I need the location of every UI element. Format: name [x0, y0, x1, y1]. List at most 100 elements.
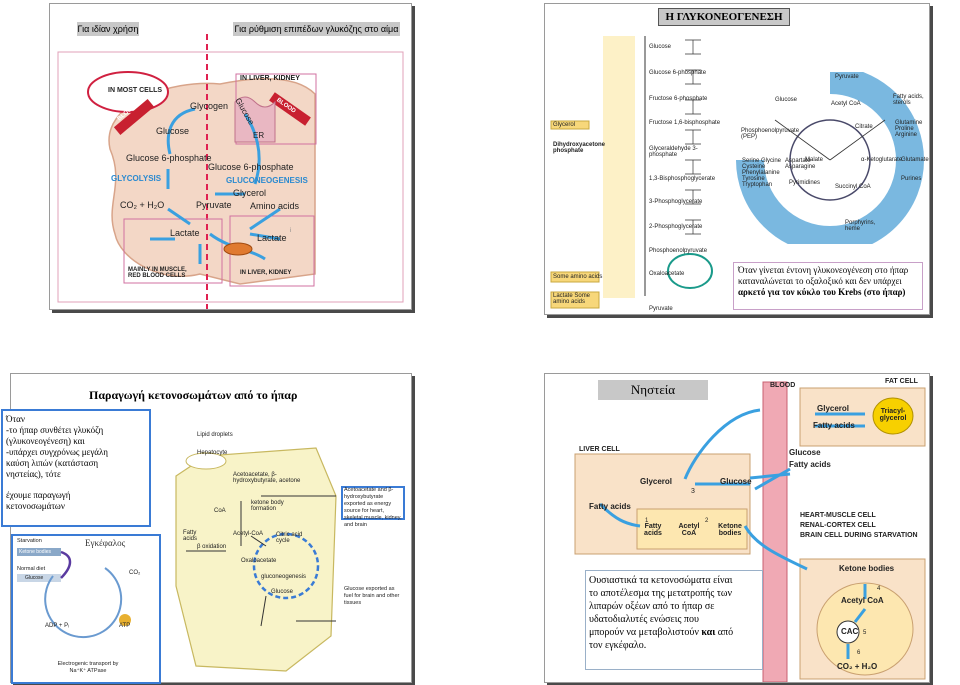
fasting-arrows: [598, 408, 867, 659]
glucose-small-label: Glucose: [25, 575, 44, 581]
blood-bar-right: [269, 92, 311, 126]
slide-ketone-production: Παραγωγή κετονοσωμάτων από το ήπαρ Όταν …: [1, 373, 412, 684]
pathway-step-8: Phosphoenolpyruvate: [649, 248, 708, 254]
in-most-cells-label: IN MOST CELLS: [108, 87, 163, 94]
brain-diagram: [17, 548, 131, 639]
glycerol-label: Glycerol: [553, 122, 576, 128]
dhap-label: Dihydroxyacetone phosphate: [553, 142, 606, 154]
text-line-2: το αποτέλεσμα της μετατροπής των: [589, 588, 732, 599]
fasting-diagram: [574, 381, 926, 682]
co2-h2o-label: CO₂ + H₂O: [837, 662, 878, 671]
oxaloacetate-circle: [667, 253, 713, 289]
er-label: ER: [253, 131, 265, 140]
pathway-enzyme-band: [603, 36, 635, 298]
acetoacetate-top-label: Acetoacetate, β-hydroxybutyrate, acetone: [233, 472, 301, 484]
text-line-1: Ουσιαστικά τα κετονοσώματα είναι: [589, 575, 733, 586]
wheel-item-9: Porphyrins, heme: [845, 220, 876, 232]
pyruvate-label: Pyruvate: [196, 200, 232, 210]
lactate-block-label: Lactate Some amino acids: [553, 293, 591, 305]
citric-cycle-label: Citric acid cycle: [276, 532, 303, 544]
atp-dot: [119, 614, 131, 626]
step-3: 3: [691, 488, 695, 495]
glucose-small-bar: [17, 574, 61, 582]
liver-cell-label: LIVER CELL: [579, 446, 620, 453]
pathway-step-1: Glucose 6-phosphate: [649, 70, 707, 76]
wheel-ring: [736, 72, 924, 244]
text-line-5: μπορούν να μεταβολιστούν και από: [589, 626, 759, 639]
text-line-3: λιπαρών οξέων από το ήπαρ σε: [589, 601, 715, 612]
coa-label: CoA: [214, 508, 226, 514]
metabolic-wheel: [736, 72, 924, 244]
brain-mitochondrion: [816, 582, 914, 676]
atp-label: ATP: [119, 623, 131, 629]
acetyl-coa-brain: Acetyl CoA: [841, 596, 884, 605]
glycerol-fat: Glycerol: [817, 404, 850, 413]
pathway-diagram: [550, 36, 713, 309]
pathway-step-2: Fructose 6-phosphate: [649, 96, 708, 102]
pathway-step-7: 2-Phosphoglycerate: [649, 224, 703, 230]
triacylglycerol-label: Triacyl-glycerol: [879, 408, 907, 422]
lactate-left: Lactate: [170, 228, 200, 238]
pathway-step-10: Pyruvate: [649, 306, 673, 312]
mitochondrion-icon: [223, 242, 253, 256]
wheel-center: Acetyl CoA: [831, 101, 861, 107]
acetyl-coa-box: Acetyl CoA: [678, 523, 700, 537]
side-line-4: καύση λιπών (κατάσταση: [6, 458, 99, 468]
fatty-acids-fat: Fatty acids: [813, 421, 855, 430]
side-line-1: -το ήπαρ συνθέτει γλυκόζη: [6, 425, 104, 435]
acetyl-coa-label: Acetyl-CoA: [233, 531, 264, 537]
wheel-item-0: Glucose: [775, 97, 798, 103]
exported-glucose-label: Glucose exported as fuel for brain and o…: [344, 586, 400, 606]
cac-label: CAC: [841, 627, 859, 636]
glycolysis-label: GLYCOLYSIS: [111, 174, 162, 183]
text-line-4: υδατοδιαλυτές ενώσεις που: [589, 614, 699, 625]
lipid-droplets-label: Lipid droplets: [197, 432, 233, 438]
side-result-1: έχουμε παραγωγή: [6, 490, 71, 500]
co2-label: CO₂: [129, 570, 141, 576]
er-shape: [234, 96, 276, 143]
adp-pi-label: ADP + Pᵢ: [45, 623, 70, 629]
lipid-droplet: [185, 452, 227, 470]
renal-label: RENAL-CORTEX CELL: [800, 522, 876, 529]
mainly-muscle-label: MAINLY IN MUSCLE, RED BLOOD CELLS: [128, 267, 187, 279]
caption-line-1: Όταν γίνεται έντονη γλυκονεογένεση στο ή…: [738, 265, 909, 275]
amino-acids-label: Amino acids: [250, 201, 300, 211]
hepatocyte-diagram: [175, 447, 337, 672]
muscle-box: [123, 218, 223, 284]
glucose-metabolism-diagram: i: [57, 34, 404, 309]
ketone-title: Παραγωγή κετονοσωμάτων από το ήπαρ: [89, 388, 298, 402]
blood-label: BLOOD: [770, 382, 796, 389]
text-line-5c: από: [717, 627, 734, 638]
wheel-item-10: Malate: [805, 157, 824, 163]
hepatocyte-arrows: [186, 495, 336, 627]
krebs-caption: Όταν γίνεται έντονη γλυκονεογένεση στο ή…: [733, 262, 923, 310]
step-2: 2: [705, 518, 709, 524]
wheel-item-4: Glutamine Proline Arginine: [895, 120, 923, 138]
wheel-item-14: Phosphoenolpyruvate (PEP): [741, 128, 800, 140]
brain-cycle: [44, 567, 123, 639]
ketone-brain: Ketone bodies: [839, 564, 895, 573]
cac-circle: [836, 620, 860, 644]
lactate-right: Lactate: [257, 233, 287, 243]
private-use-label: Για ιδίαν χρήση: [77, 22, 139, 36]
wheel-item-8: Succinyl CoA: [835, 184, 871, 190]
wheel-item-13: Serine Glycine Cysteine Phenylalanine Ty…: [742, 158, 782, 188]
brain-label: BRAIN CELL DURING STARVATION: [800, 532, 918, 539]
glycogen-label: Glycogen: [190, 101, 229, 111]
glucose6p-left: Glucose 6-phosphate: [126, 153, 212, 163]
blood-glucose-regulation-label: Για ρύθμιση επιπέδων γλυκόζης στο αίμα: [233, 22, 400, 36]
structures-svg: [685, 39, 701, 235]
ketone-small-label: Ketone bodies: [19, 549, 51, 555]
mitochondria-box: [636, 508, 748, 550]
wheel-item-6: Glutamate: [901, 157, 929, 163]
ketone-box: Ketone bodies: [718, 523, 742, 537]
blood-bar-left: [113, 99, 155, 135]
pathway-step-4: Glyceraldehyde 3-phosphate: [649, 146, 698, 158]
text-line-5a: μπορούν να μεταβολιστούν: [589, 627, 699, 638]
wheel-item-11: Aspartate Asparagine: [785, 158, 816, 170]
citric-cycle-circle: [252, 532, 320, 600]
gluconeogenesis-label: GLUCONEOGENESIS: [226, 176, 308, 185]
text-line-6: τον εγκέφαλο.: [589, 640, 647, 651]
fatty-acids-liver: Fatty acids: [589, 502, 631, 511]
fatty-acids-blood: Fatty acids: [789, 460, 831, 469]
